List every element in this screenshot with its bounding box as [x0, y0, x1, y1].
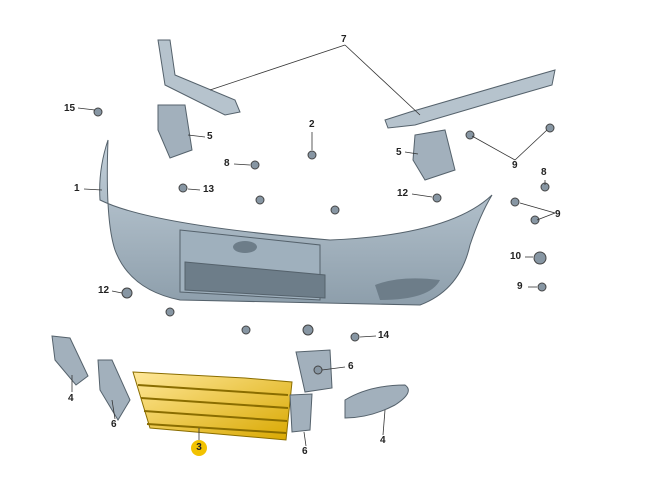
callout-9b: 9 [555, 209, 561, 220]
callout-10: 10 [510, 251, 522, 262]
callout-9c: 9 [517, 281, 523, 292]
callout-4: 4 [68, 393, 74, 404]
callout-6: 6 [348, 361, 354, 372]
callout-4b: 4 [380, 435, 386, 446]
callout-6b: 6 [111, 419, 117, 430]
callout-8b: 8 [541, 167, 547, 178]
callout-9: 9 [512, 160, 518, 171]
center-grille [132, 371, 293, 441]
callout-8: 8 [224, 158, 230, 169]
bracket-right [384, 69, 556, 129]
callout-5b: 5 [396, 147, 402, 158]
callout-12: 12 [397, 188, 409, 199]
callout-2: 2 [309, 119, 315, 130]
callout-6c: 6 [302, 446, 308, 457]
callout-1: 1 [74, 183, 80, 194]
callout-7: 7 [341, 34, 347, 45]
callout-15: 15 [64, 103, 76, 114]
grille-right-outer [344, 384, 409, 419]
callout-3-highlighted: 3 [191, 440, 207, 456]
callout-13: 13 [203, 184, 215, 195]
grille-left-outer [51, 335, 89, 386]
bracket-left [157, 39, 241, 116]
callout-5: 5 [207, 131, 213, 142]
grille-left-inner [97, 359, 131, 421]
grille-right-lower [289, 393, 313, 433]
callout-12b: 12 [98, 285, 110, 296]
callout-14: 14 [378, 330, 390, 341]
